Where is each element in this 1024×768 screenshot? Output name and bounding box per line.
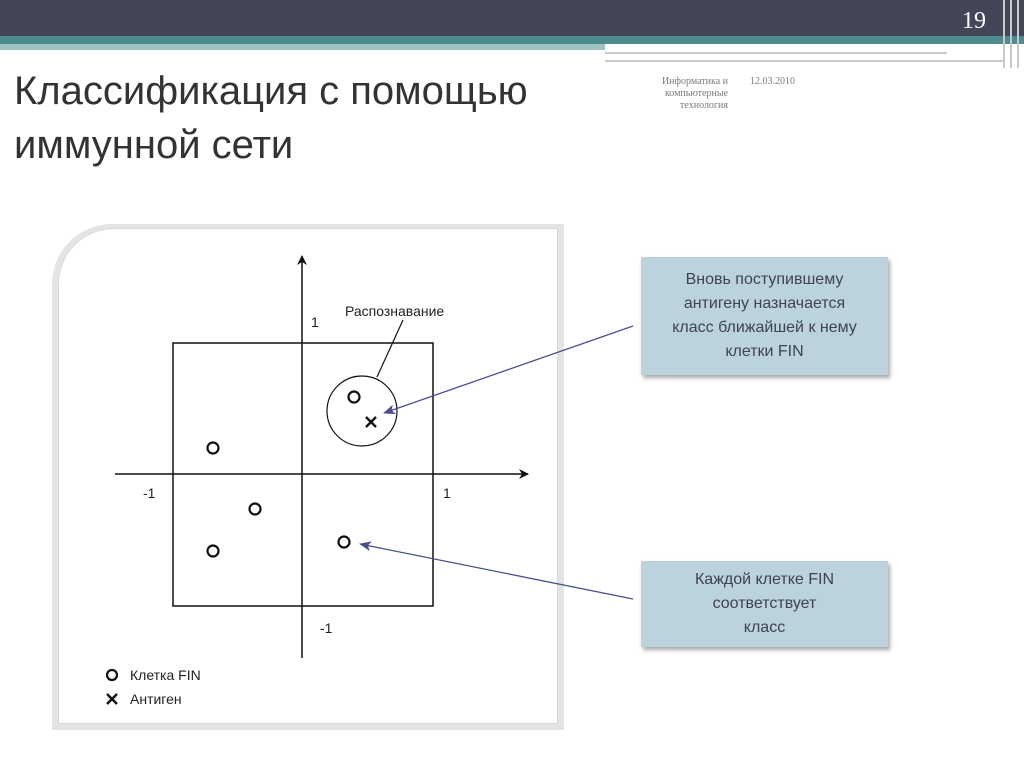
fin-cell-marker <box>248 502 262 516</box>
fin-cell-marker <box>347 390 361 404</box>
header-accent-stripe-light <box>0 44 605 50</box>
x-axis-label-right: 1 <box>443 485 451 501</box>
decor-vline <box>1003 0 1005 68</box>
fin-cell-marker <box>337 535 351 549</box>
fin-cell-marker <box>206 544 220 558</box>
legend-antigen-icon <box>106 693 118 705</box>
decor-vline <box>1017 0 1019 68</box>
legend-fin-cell-icon <box>105 668 119 682</box>
callout-nearest-class-text: Вновь поступившему антигену назначается … <box>672 271 857 360</box>
antigen-marker <box>365 416 377 428</box>
decor-line <box>605 60 1005 62</box>
header-bar <box>0 0 1024 36</box>
callout-cell-class: Каждой клетке FIN соответствует класс <box>641 561 888 647</box>
callout-bottom-arrow <box>359 541 634 600</box>
legend-fin-cell-label: Клетка FIN <box>130 667 201 683</box>
page-number: 19 <box>962 8 986 34</box>
fin-cell-marker <box>206 441 220 455</box>
callout-top-arrow <box>383 325 634 415</box>
header-accent-stripe <box>0 36 1024 44</box>
slide-date: 12.03.2010 <box>750 76 795 87</box>
legend-antigen-label: Антиген <box>130 691 182 707</box>
callout-cell-class-text: Каждой клетке FIN соответствует класс <box>694 571 835 636</box>
y-axis-label-top: 1 <box>311 314 319 330</box>
recognition-circle <box>326 375 398 447</box>
callout-nearest-class: Вновь поступившему антигену назначается … <box>641 257 888 375</box>
slide-title: Классификация с помощью иммунной сети <box>14 64 614 172</box>
y-axis-label-bottom: -1 <box>320 620 333 636</box>
decor-line <box>605 52 947 54</box>
recognition-label: Распознавание <box>345 303 444 319</box>
course-name: Информатика и компьютерные технология <box>661 76 728 111</box>
decor-vline <box>1010 0 1012 68</box>
x-axis-label-left: -1 <box>143 485 156 501</box>
diagram-frame <box>58 228 558 724</box>
recognition-pointer-line <box>376 319 404 378</box>
slide-title-line-1: Классификация с помощью <box>14 69 528 113</box>
slide-title-line-2: иммунной сети <box>14 123 294 167</box>
